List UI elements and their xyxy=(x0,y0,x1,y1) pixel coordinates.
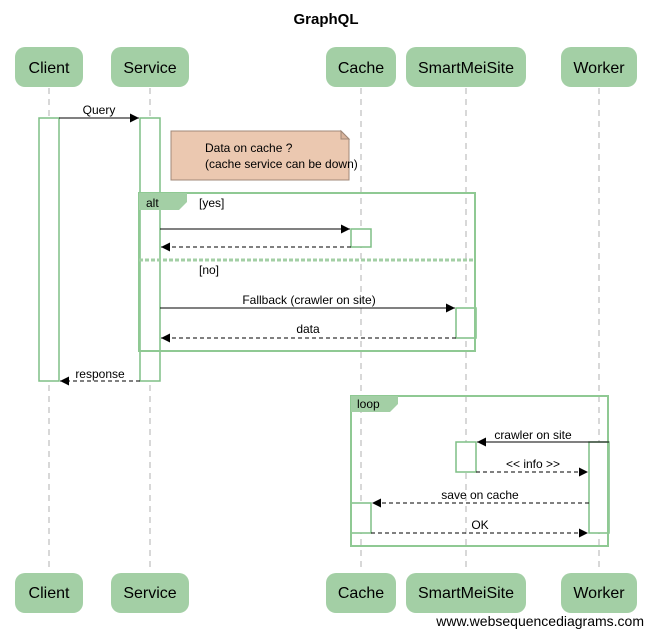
loop-tab xyxy=(351,396,398,412)
alt-condition-yes: [yes] xyxy=(199,196,224,210)
actors-bottom: Client Service Cache SmartMeiSite Worker xyxy=(15,573,637,613)
actor-cache-bottom[interactable]: Cache xyxy=(326,573,396,613)
msg-ok-label: OK xyxy=(471,518,488,532)
activation-smartmeisite-1 xyxy=(455,307,477,339)
actors-top: Client Service Cache SmartMeiSite Worker xyxy=(15,47,637,87)
actor-worker-bottom[interactable]: Worker xyxy=(561,573,637,613)
msg-info-label: << info >> xyxy=(506,457,560,471)
msg-query-label: Query xyxy=(83,103,116,117)
actor-label: Cache xyxy=(338,60,384,77)
msg-save-label: save on cache xyxy=(441,488,519,502)
actor-label: Service xyxy=(123,60,176,77)
actor-client-top[interactable]: Client xyxy=(15,47,83,87)
actor-label: Cache xyxy=(338,585,384,602)
activation-client xyxy=(38,117,60,382)
actor-label: Service xyxy=(123,585,176,602)
alt-tab xyxy=(139,193,187,210)
footer-watermark[interactable]: www.websequencediagrams.com xyxy=(435,613,644,629)
note-data-on-cache: Data on cache ? (cache service can be do… xyxy=(170,129,358,181)
fragment-alt: alt [yes] [no] xyxy=(138,192,476,352)
alt-condition-no: [no] xyxy=(199,263,219,277)
actor-worker-top[interactable]: Worker xyxy=(561,47,637,87)
msg-data-label: data xyxy=(296,322,320,336)
note-line-2: (cache service can be down) xyxy=(205,157,358,171)
actor-label: SmartMeiSite xyxy=(418,585,514,602)
fragment-loop: loop xyxy=(350,395,609,547)
actor-label: SmartMeiSite xyxy=(418,60,514,77)
activation-worker xyxy=(588,441,610,534)
alt-label: alt xyxy=(146,196,159,210)
actor-label: Client xyxy=(29,60,70,77)
alt-frame xyxy=(138,192,476,352)
loop-frame xyxy=(350,395,609,547)
actor-client-bottom[interactable]: Client xyxy=(15,573,83,613)
msg-crawler-label: crawler on site xyxy=(494,428,572,442)
actor-label: Client xyxy=(29,585,70,602)
loop-label: loop xyxy=(357,397,380,411)
messages: Query Fallback (crawler on site) data re… xyxy=(59,103,609,538)
diagram-title: GraphQL xyxy=(293,11,358,28)
actor-service-top[interactable]: Service xyxy=(111,47,189,87)
actor-cache-top[interactable]: Cache xyxy=(326,47,396,87)
activation-service xyxy=(139,117,161,382)
actor-label: Worker xyxy=(573,585,625,602)
note-line-1: Data on cache ? xyxy=(205,141,293,155)
activation-cache-2 xyxy=(350,502,372,534)
actor-service-bottom[interactable]: Service xyxy=(111,573,189,613)
actor-smartmeisite-top[interactable]: SmartMeiSite xyxy=(406,47,526,87)
msg-fallback-label: Fallback (crawler on site) xyxy=(242,293,375,307)
activation-cache-1 xyxy=(350,228,372,248)
msg-response-label: response xyxy=(75,367,125,381)
activation-smartmeisite-2 xyxy=(455,441,477,473)
actor-label: Worker xyxy=(573,60,625,77)
actor-smartmeisite-bottom[interactable]: SmartMeiSite xyxy=(406,573,526,613)
